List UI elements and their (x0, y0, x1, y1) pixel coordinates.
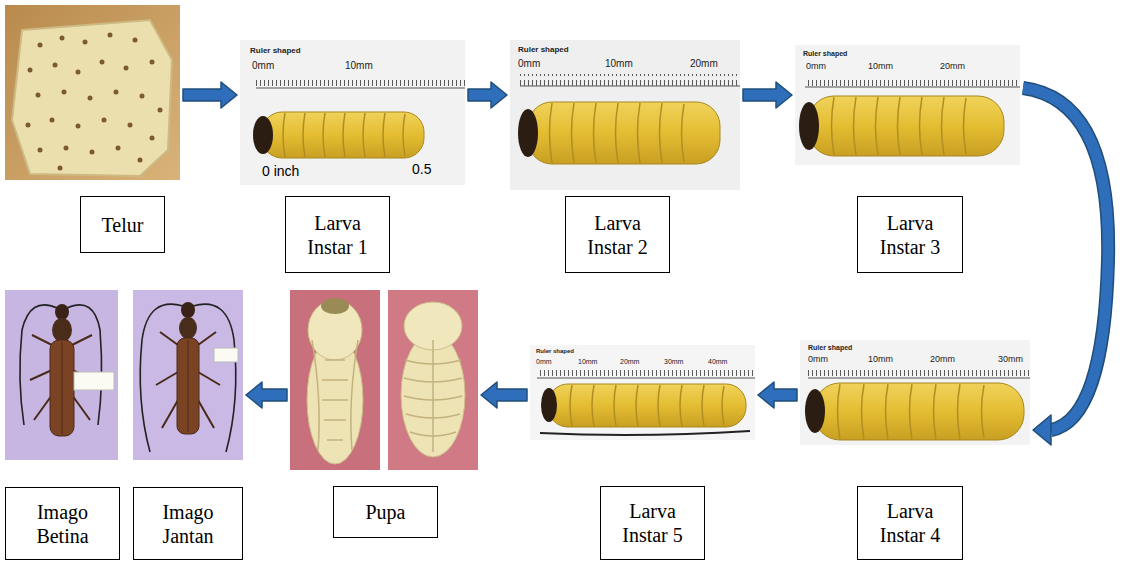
ruler-label: Ruler shaped (803, 50, 847, 58)
stage-name: Imago Jantan (140, 500, 236, 548)
arrow-shape (183, 82, 237, 108)
stage-label-box: Larva Instar 2 (565, 196, 670, 273)
stage-arrow (758, 382, 797, 408)
stage-name: Larva Instar 2 (572, 211, 663, 259)
stage-node: Telur (5, 5, 180, 255)
stage-label-text: Larva Instar 5 (607, 499, 698, 547)
pupa-photo (290, 290, 478, 470)
larva-photo (510, 40, 740, 190)
stage-node: Larva Instar 3 (795, 45, 1020, 273)
ruler-label: 10mm (868, 62, 893, 72)
stage-name: Larva Instar 5 (607, 499, 698, 547)
arrow-body (1023, 88, 1108, 430)
stage-arrow (743, 82, 792, 108)
ruler-label: 0 inch (262, 164, 299, 179)
ruler-label: 10mm (868, 355, 893, 365)
ruler-label: 0mm (806, 62, 826, 72)
stage-label-box: Pupa (333, 486, 438, 538)
stage-label-text: Telur (102, 213, 144, 237)
egg-photo (5, 5, 180, 180)
arrow-outline (1023, 88, 1108, 430)
stage-node: Larva Instar 1 (240, 40, 465, 273)
ruler-label: 10mm (605, 58, 633, 69)
larva-photo (800, 340, 1030, 445)
ruler-label: 20mm (940, 62, 965, 72)
larva-photo (530, 345, 755, 440)
stage-label-box: Larva Instar 5 (600, 486, 705, 560)
stage-arrow (246, 382, 287, 408)
beetle-photo (133, 290, 243, 460)
stage-node: Larva Instar 2 (510, 40, 740, 273)
ruler-label: 0mm (536, 358, 552, 366)
ruler-label: 20mm (620, 358, 639, 366)
arrow-shape (246, 382, 287, 408)
ruler-label: 0mm (252, 60, 274, 71)
stage-label-text: Imago Betina (12, 500, 113, 548)
stage-label-text: Imago Jantan (140, 500, 236, 548)
arrow-shape (1033, 415, 1051, 445)
larva-photo (240, 40, 465, 185)
ruler-label: 10mm (345, 60, 373, 71)
ruler-label: Ruler shaped (250, 47, 301, 56)
stage-name: Telur (102, 213, 144, 237)
arrow-shape (743, 82, 792, 108)
stage-node: Larva Instar 4 (800, 340, 1030, 560)
stage-arrow (468, 82, 507, 108)
stage-label-text: Pupa (366, 500, 406, 524)
ruler-label: 40mm (708, 358, 727, 366)
stage-label-box: Larva Instar 1 (285, 196, 390, 273)
ruler-label: Ruler shaped (808, 344, 852, 352)
ruler-label: Ruler shaped (536, 348, 574, 355)
stage-node: Imago Jantan (133, 290, 243, 562)
stage-name: Larva Instar 3 (864, 211, 956, 259)
beetle-photo (5, 290, 118, 460)
stage-arrow (183, 82, 237, 108)
stage-label-box: Telur (80, 196, 165, 253)
ruler-label: 30mm (664, 358, 683, 366)
stage-name: Imago Betina (12, 500, 113, 548)
ruler-label: Ruler shaped (518, 46, 569, 55)
stage-label-box: Imago Betina (5, 487, 120, 560)
stage-label-box: Larva Instar 3 (857, 196, 963, 273)
stage-label-text: Larva Instar 1 (292, 211, 383, 259)
ruler-label: 10mm (578, 358, 597, 366)
ruler-label: 0mm (518, 58, 540, 69)
larva-photo (795, 45, 1020, 165)
arrow-shape (758, 382, 797, 408)
ruler-label: 0.5 (412, 162, 431, 177)
stage-arrow (481, 382, 527, 408)
arrow-shape (468, 82, 507, 108)
arrow-shape (481, 382, 527, 408)
ruler-label: 30mm (998, 355, 1023, 365)
ruler-label: 20mm (930, 355, 955, 365)
stage-node: Larva Instar 5 (530, 345, 755, 560)
stage-label-text: Larva Instar 4 (864, 499, 956, 547)
stage-arrow (1023, 88, 1108, 445)
ruler-label: 20mm (690, 58, 718, 69)
stage-name: Larva Instar 4 (864, 499, 956, 547)
stage-node: Imago Betina (5, 290, 120, 562)
stage-label-text: Larva Instar 3 (864, 211, 956, 259)
stage-node: Pupa (290, 290, 478, 540)
stage-name: Larva Instar 1 (292, 211, 383, 259)
stage-label-text: Larva Instar 2 (572, 211, 663, 259)
stage-label-box: Imago Jantan (133, 487, 243, 560)
stage-name: Pupa (366, 500, 406, 524)
stage-label-box: Larva Instar 4 (857, 486, 963, 560)
ruler-label: 0mm (808, 355, 828, 365)
